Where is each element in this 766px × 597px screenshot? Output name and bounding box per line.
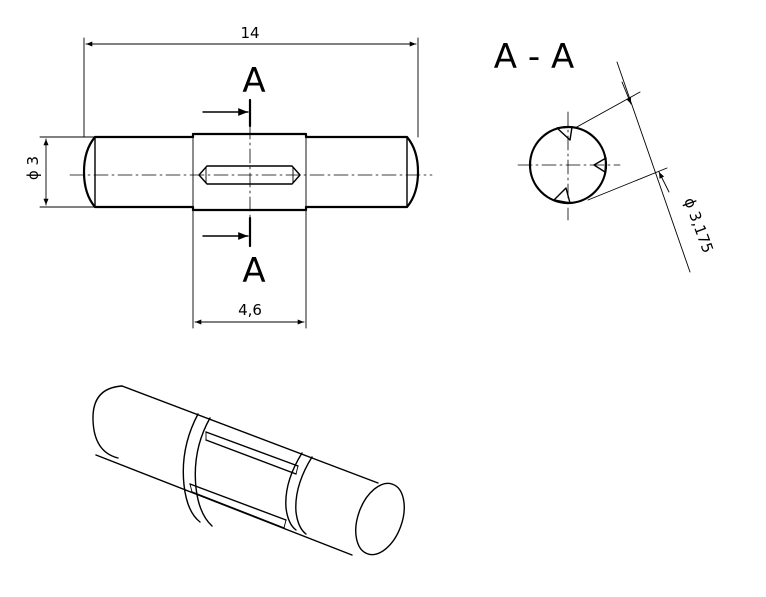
shaft-outline [82,132,420,212]
section-notch-top [556,126,573,141]
groove-length-label: 4,6 [238,301,262,319]
section-marker-bottom: A [242,251,265,291]
iso-groove-left-ring [182,413,201,523]
section-marker-top: A [242,61,265,101]
dimension-overall-length: 14 [83,24,419,138]
iso-groove-right-ring [285,452,303,531]
section-view: A - A [494,37,621,221]
isometric-view [92,385,405,556]
dimension-diameter: ϕ 3 [24,136,96,208]
iso-body-outline [95,385,379,556]
section-title: A - A [494,37,574,77]
overall-length-label: 14 [240,24,259,42]
section-notch-right [593,157,607,173]
section-markers: A A [202,61,266,291]
front-view [69,124,433,219]
iso-keyway-bottom [189,483,287,529]
iso-right-end-face [355,482,405,556]
section-diameter-label: ϕ 3,175 [680,195,717,255]
dimension-groove-length: 4,6 [192,209,307,329]
iso-left-end [92,385,123,459]
iso-keyway-top [205,431,299,475]
diameter-label: ϕ 3 [24,156,42,180]
